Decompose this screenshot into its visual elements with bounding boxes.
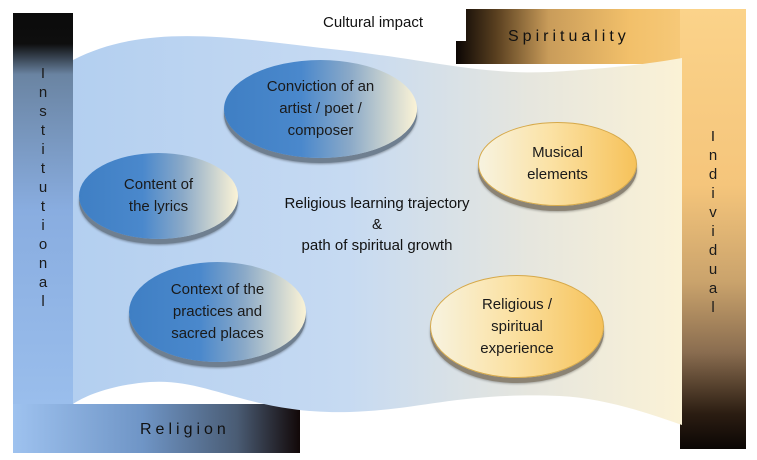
musical-elements-ellipse: Musical elements bbox=[478, 122, 637, 206]
ellipse-line: spiritual bbox=[491, 317, 543, 335]
letter: d bbox=[708, 242, 718, 259]
spirituality-label: Spirituality bbox=[508, 28, 630, 45]
letter: t bbox=[40, 198, 46, 215]
letter: s bbox=[39, 103, 47, 120]
individual-label: I n d i v i d u a l bbox=[680, 129, 746, 319]
ellipse-line: Conviction of an bbox=[266, 78, 375, 95]
ellipse-line: Context of the bbox=[170, 281, 265, 298]
center-line: path of spiritual growth bbox=[301, 237, 453, 254]
letter: d bbox=[708, 166, 718, 183]
letter: u bbox=[38, 179, 48, 196]
letter: t bbox=[40, 160, 46, 177]
letter: l bbox=[711, 299, 715, 316]
letter: a bbox=[708, 280, 718, 297]
letter: i bbox=[41, 141, 45, 158]
cultural-impact-label: Cultural impact bbox=[323, 14, 424, 31]
letter: i bbox=[41, 217, 45, 234]
spirituality-bar-notch bbox=[456, 9, 466, 41]
letter: n bbox=[38, 84, 48, 101]
letter: I bbox=[710, 128, 716, 145]
ellipse-line: artist / poet / bbox=[279, 100, 362, 117]
center-line: Religious learning trajectory bbox=[284, 195, 470, 212]
context-ellipse: Context of the practices and sacred plac… bbox=[129, 262, 306, 362]
experience-ellipse: Religious / spiritual experience bbox=[430, 275, 604, 378]
letter: n bbox=[708, 147, 718, 164]
center-line: & bbox=[371, 216, 382, 233]
letter: a bbox=[38, 274, 48, 291]
ellipse-line: practices and bbox=[172, 303, 263, 320]
letter: i bbox=[711, 223, 715, 240]
ellipse-line: Content of bbox=[123, 176, 194, 193]
center-caption: Religious learning trajectory & path of … bbox=[262, 193, 492, 256]
letter: o bbox=[38, 236, 48, 253]
institutional-bar bbox=[13, 13, 73, 453]
letter: v bbox=[709, 204, 717, 221]
individual-bar bbox=[680, 9, 746, 449]
institutional-label: I n s t i t u t i o n a l bbox=[13, 66, 73, 313]
letter: t bbox=[40, 122, 46, 139]
ellipse-line: composer bbox=[287, 122, 354, 139]
ellipse-line: the lyrics bbox=[128, 198, 189, 215]
letter: l bbox=[41, 293, 45, 310]
ellipse-line: elements bbox=[527, 166, 588, 183]
ellipse-line: sacred places bbox=[171, 325, 264, 342]
letter: u bbox=[708, 261, 718, 278]
ellipse-line: experience bbox=[480, 339, 554, 357]
letter: n bbox=[38, 255, 48, 272]
letter: I bbox=[40, 65, 46, 82]
ellipse-line: Musical bbox=[532, 144, 583, 161]
ellipse-line: Religious / bbox=[481, 295, 553, 313]
religion-label: Religion bbox=[140, 421, 230, 438]
letter: i bbox=[711, 185, 715, 202]
religion-bar bbox=[13, 404, 300, 453]
conviction-ellipse: Conviction of an artist / poet / compose… bbox=[224, 60, 417, 158]
lyrics-ellipse: Content of the lyrics bbox=[79, 153, 238, 239]
